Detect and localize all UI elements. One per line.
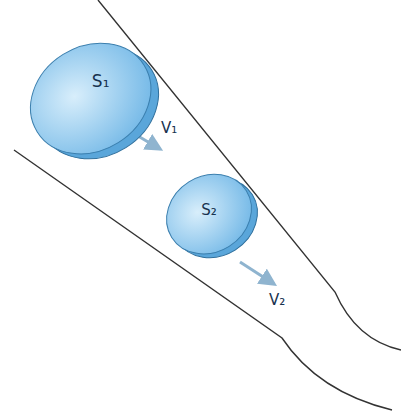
cross-section-disc: S₂	[160, 168, 264, 264]
velocity-arrow	[240, 262, 274, 284]
velocity-arrow	[138, 136, 160, 149]
pipe-wall	[14, 150, 392, 410]
disc-outline	[22, 36, 167, 166]
cross-section-disc: S₁	[22, 36, 167, 166]
pipe-wall	[98, 0, 401, 350]
velocity-label: V₁	[160, 120, 178, 137]
area-label: S₂	[201, 201, 217, 219]
area-label: S₁	[92, 71, 110, 91]
velocity-label: V₂	[268, 292, 286, 309]
